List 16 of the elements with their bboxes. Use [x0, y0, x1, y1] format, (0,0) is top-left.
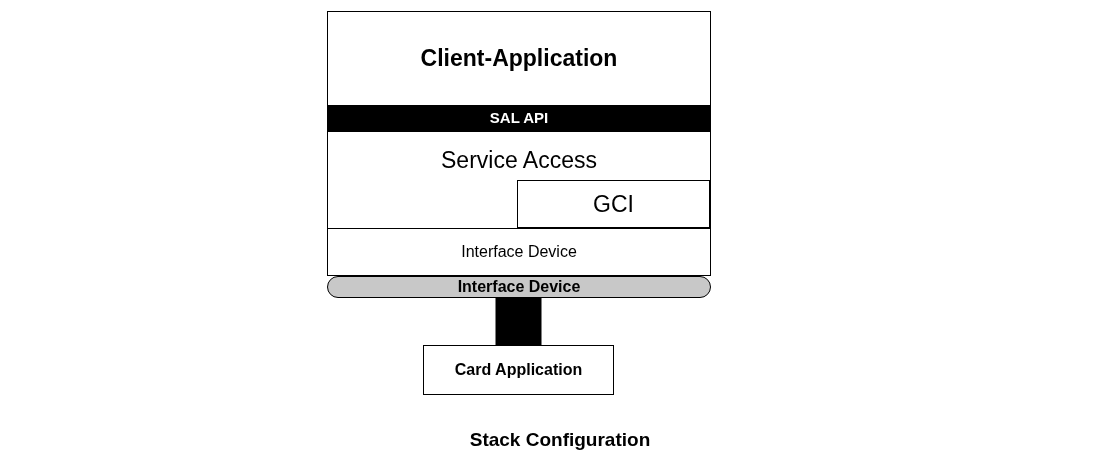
caption: Stack Configuration [468, 428, 652, 452]
connector-bar [495, 298, 542, 345]
interface-pill [327, 276, 711, 298]
node-label: Interface Device [457, 277, 581, 297]
node-label: Service Access [441, 146, 597, 175]
node-label: GCI [593, 189, 634, 219]
node-label: Client-Application [420, 44, 618, 73]
api-bar [327, 105, 711, 132]
layer-box [517, 180, 710, 228]
layer-box [327, 228, 711, 276]
layer-box [327, 131, 711, 229]
node-label: Card Application [454, 360, 583, 380]
node-label: Interface Device [461, 242, 577, 262]
node-label: SAL API [489, 109, 549, 128]
layer-box [327, 11, 711, 106]
card-box [423, 345, 614, 395]
